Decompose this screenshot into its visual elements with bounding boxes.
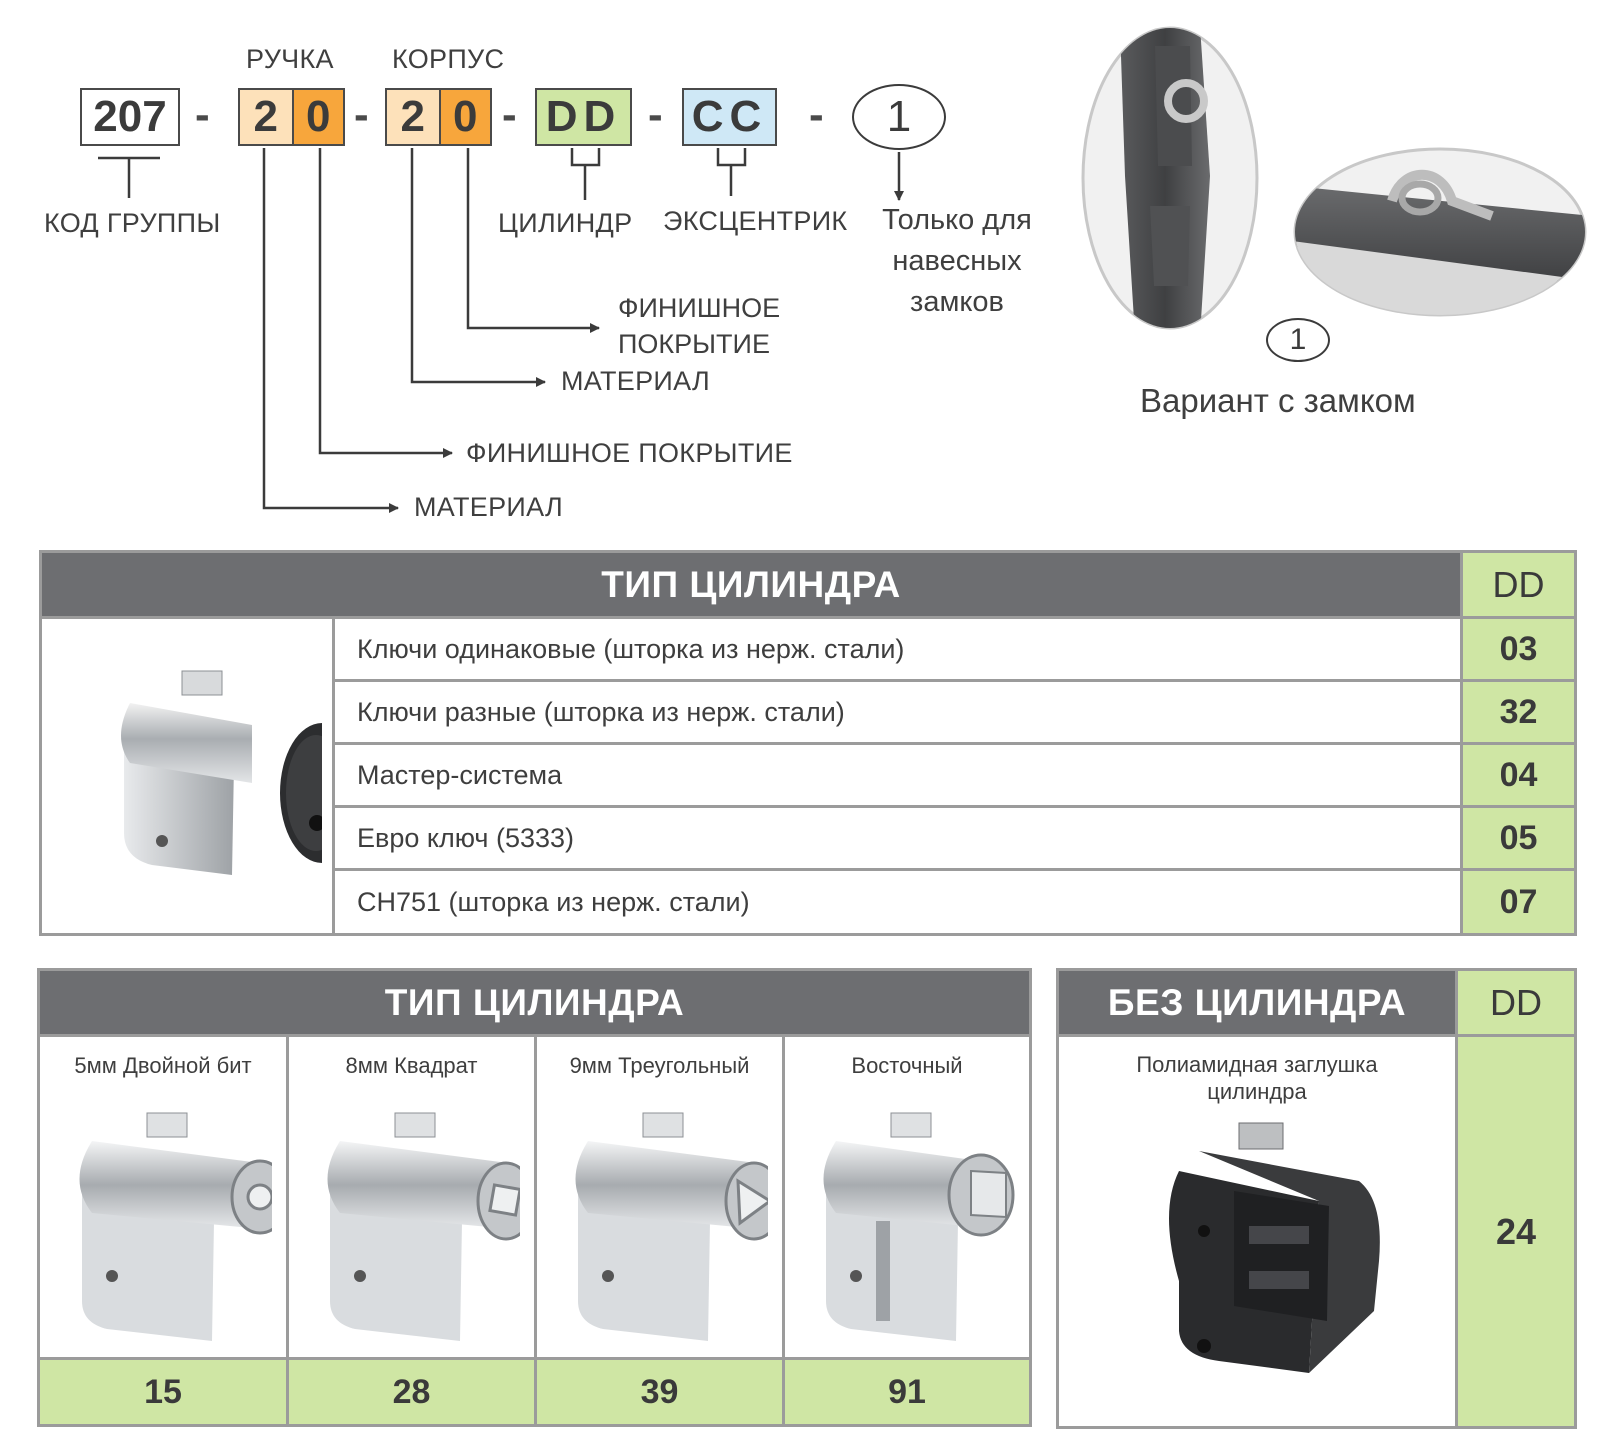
cylinder-photo xyxy=(121,670,322,875)
no-cylinder-code: 24 xyxy=(1458,1037,1574,1426)
padlock-option-oval: 1 xyxy=(852,84,946,150)
grid-caption-2: 8мм Квадрат xyxy=(345,1053,478,1078)
plastic-cylinder-plug-icon xyxy=(1169,1122,1380,1373)
cylinder-label: ЦИЛИНДР xyxy=(498,208,633,238)
padlock-note-line-1: Только для xyxy=(882,204,1032,236)
row-divider xyxy=(335,805,1574,808)
no-cylinder-header: БЕЗ ЦИЛИНДРА xyxy=(1059,971,1455,1034)
eccentric-code-char-2: C xyxy=(729,92,768,141)
grid-caption-3: 9мм Треугольный xyxy=(569,1053,750,1078)
no-cylinder-code-header: DD xyxy=(1458,971,1574,1034)
group-code-box: 207 xyxy=(80,88,180,146)
grid-caption-4: Восточный xyxy=(851,1053,963,1078)
separator: - xyxy=(502,90,517,139)
grid-code-2: 28 xyxy=(289,1360,534,1424)
handle-material-digit: 2 xyxy=(240,90,292,144)
cylinder-code-char-2: D xyxy=(583,92,622,141)
eccentric-label: ЭКСЦЕНТРИК xyxy=(663,206,848,236)
table1-row-label-2: Ключи разные (шторка из нерж. стали) xyxy=(357,696,845,727)
header-divider xyxy=(42,616,1574,619)
row-divider xyxy=(335,868,1574,871)
grid-col-divider xyxy=(782,1034,785,1424)
body-material-label: МАТЕРИАЛ xyxy=(561,366,711,396)
grid-code-4: 91 xyxy=(785,1360,1029,1424)
table1-row-label-5: CH751 (шторка из нерж. стали) xyxy=(357,886,750,917)
table1-row-label-3: Мастер-система xyxy=(357,759,563,790)
cylinder-type-table-code-header: DD xyxy=(1463,553,1574,616)
row-divider xyxy=(335,742,1574,745)
handle-finish-digit: 0 xyxy=(291,90,343,144)
no-cylinder-caption-line-1: Полиамидная заглушка xyxy=(1136,1052,1378,1077)
eccentric-code-char-1: C xyxy=(691,92,730,141)
body-code-box: 2 0 xyxy=(385,88,492,146)
separator: - xyxy=(809,90,824,139)
handle-code-box: 2 0 xyxy=(238,88,345,146)
lock-padlock-photo xyxy=(1293,147,1587,317)
lock-handle-photo xyxy=(1081,26,1259,330)
cylinder-type-grid: ТИП ЦИЛИНДРА 5мм Двойной бит 8мм Квадрат… xyxy=(37,968,1032,1427)
padlock-note-line-3: замков xyxy=(910,286,1004,318)
padlock-note-line-2: навесных xyxy=(892,245,1022,277)
no-cylinder-header-divider xyxy=(1059,1034,1574,1037)
double-bit-cylinder-icon xyxy=(79,1112,272,1341)
square-cylinder-icon xyxy=(327,1112,520,1341)
table1-row-label-4: Евро ключ (5333) xyxy=(357,822,575,853)
no-cylinder-caption: Полиамидная заглушка цилиндра xyxy=(1059,1051,1455,1105)
no-cylinder-table: БЕЗ ЦИЛИНДРА DD Полиамидная заглушка цил… xyxy=(1056,968,1577,1429)
handle-title: РУЧКА xyxy=(246,44,334,74)
table1-row-code-4: 05 xyxy=(1463,808,1574,868)
grid-code-3: 39 xyxy=(537,1360,782,1424)
body-finish-label: ФИНИШНОЕ ПОКРЫТИЕ xyxy=(618,290,780,362)
grid-col-divider xyxy=(534,1034,537,1424)
body-title: КОРПУС xyxy=(392,44,505,74)
grid-col-divider xyxy=(286,1034,289,1424)
no-cylinder-divider xyxy=(1455,971,1458,1426)
grid-caption-1: 5мм Двойной бит xyxy=(74,1053,252,1078)
lock-variant-number: 1 xyxy=(1266,318,1330,362)
table1-row-label-1: Ключи одинаковые (шторка из нерж. стали) xyxy=(357,633,905,664)
row-divider xyxy=(335,679,1574,682)
padlock-note: Только для навесных замков xyxy=(872,200,1042,323)
cylinder-code-char-1: D xyxy=(545,92,584,141)
table1-row-code-2: 32 xyxy=(1463,682,1574,742)
connector-lines xyxy=(98,148,904,513)
cylinder-type-table-header: ТИП ЦИЛИНДРА xyxy=(42,553,1460,616)
table1-row-code-5: 07 xyxy=(1463,871,1574,933)
body-material-digit: 2 xyxy=(387,90,439,144)
cylinder-type-grid-header: ТИП ЦИЛИНДРА xyxy=(40,971,1029,1034)
oriental-cylinder-icon xyxy=(823,1112,1015,1341)
separator: - xyxy=(195,90,210,139)
handle-finish-label: ФИНИШНОЕ ПОКРЫТИЕ xyxy=(466,438,793,468)
cylinder-type-table: ТИП ЦИЛИНДРА DD Ключи одинаковые (шторка… xyxy=(39,550,1577,936)
handle-material-label: МАТЕРИАЛ xyxy=(414,492,564,522)
no-cylinder-caption-line-2: цилиндра xyxy=(1207,1079,1307,1104)
separator: - xyxy=(354,90,369,139)
triangle-cylinder-icon xyxy=(575,1112,768,1341)
lock-variant-caption: Вариант с замком xyxy=(1140,382,1416,419)
body-finish-digit: 0 xyxy=(438,90,490,144)
table1-row-code-3: 04 xyxy=(1463,745,1574,805)
body-finish-line-2: ПОКРЫТИЕ xyxy=(618,329,770,359)
group-code-label: КОД ГРУППЫ xyxy=(44,208,221,238)
grid-code-1: 15 xyxy=(40,1360,286,1424)
body-finish-line-1: ФИНИШНОЕ xyxy=(618,293,781,323)
separator: - xyxy=(648,90,663,139)
image-column-divider xyxy=(332,616,335,933)
table1-row-code-1: 03 xyxy=(1463,619,1574,679)
